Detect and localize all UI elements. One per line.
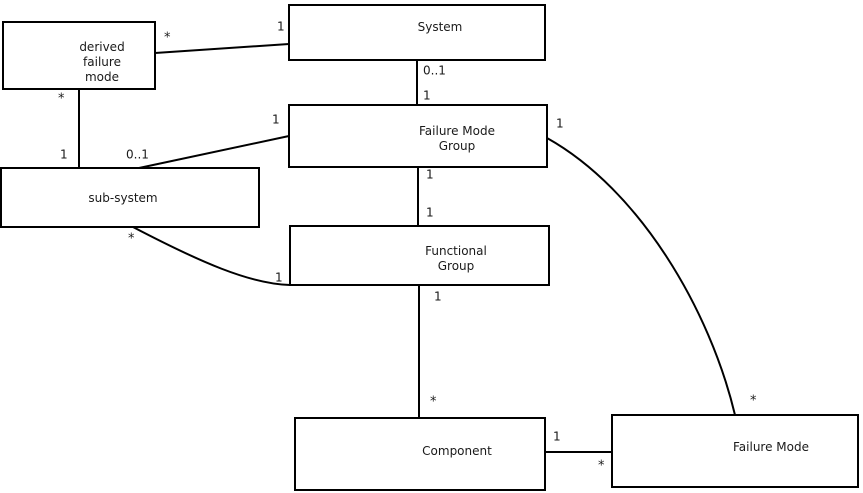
class-label-line: failure xyxy=(83,55,121,69)
class-label-line: Group xyxy=(439,139,476,153)
multiplicity-label-mult-fmg-bottom-1: 1 xyxy=(426,168,434,182)
class-label-line: Component xyxy=(422,444,492,458)
class-label-line: Functional xyxy=(425,244,487,258)
multiplicity-label-mult-dfm-bottom-star: * xyxy=(58,92,65,107)
class-label-system: System xyxy=(418,20,463,34)
multiplicity-label-mult-fmg-top-1: 1 xyxy=(423,89,431,103)
class-label-line: derived xyxy=(79,40,124,54)
multiplicity-label-mult-system-bottom-0-1: 0..1 xyxy=(423,64,446,78)
class-box-rect-component[interactable] xyxy=(294,417,546,491)
class-label-line: Failure Mode xyxy=(419,124,495,138)
class-label-line: mode xyxy=(85,70,119,84)
association-line-failure-mode-group--failure-mode xyxy=(546,137,736,416)
multiplicity-label-mult-component-top-star: * xyxy=(430,395,437,410)
multiplicity-label-mult-fmg-right-1: 1 xyxy=(556,117,564,131)
association-line-sub-system--failure-mode-group xyxy=(138,135,290,169)
associations-layer xyxy=(78,43,736,453)
multiplicity-label-mult-failure-mode-left-star: * xyxy=(598,459,605,474)
class-box-rect-system[interactable] xyxy=(288,4,546,61)
multiplicity-label-mult-subsystem-top-1: 1 xyxy=(60,148,68,162)
multiplicity-label-mult-subsystem-top-0-1: 0..1 xyxy=(126,148,149,162)
class-box-rect-failure-mode-group[interactable] xyxy=(288,104,548,168)
class-box-system[interactable]: System xyxy=(288,4,546,61)
class-box-rect-sub-system[interactable] xyxy=(0,167,260,228)
class-label-component: Component xyxy=(422,444,492,458)
association-line-sub-system--functional-group xyxy=(132,226,291,286)
multiplicity-label-mult-failure-mode-top-star: * xyxy=(750,394,757,409)
multiplicity-label-mult-component-right-1: 1 xyxy=(553,430,561,444)
class-box-rect-functional-group[interactable] xyxy=(289,225,550,286)
multiplicity-label-mult-subsystem-bottom-star: * xyxy=(128,232,135,247)
multiplicity-labels-layer: * 1 0..1 1 * 1 0..1 1 1 1 1 * 1 1 * 1 * * xyxy=(58,20,757,474)
multiplicity-label-mult-dfm-to-system-star: * xyxy=(164,31,171,46)
class-box-rect-derived-failure-mode[interactable] xyxy=(2,21,156,90)
multiplicity-label-mult-fg-left-1: 1 xyxy=(275,271,283,285)
class-label-failure-mode: Failure Mode xyxy=(733,440,809,454)
class-label-line: sub-system xyxy=(88,191,157,205)
class-label-line: Group xyxy=(438,259,475,273)
class-label-line: Failure Mode xyxy=(733,440,809,454)
association-line-derived-failure-mode--system xyxy=(154,43,290,54)
class-box-rect-failure-mode[interactable] xyxy=(611,414,859,488)
class-box-failure-mode[interactable]: Failure Mode xyxy=(611,414,859,488)
multiplicity-label-mult-fg-top-1: 1 xyxy=(426,206,434,220)
multiplicity-label-mult-fg-bottom-1: 1 xyxy=(434,290,442,304)
class-box-sub-system[interactable]: sub-system xyxy=(0,167,260,228)
class-box-component[interactable]: Component xyxy=(294,417,546,491)
class-label-sub-system: sub-system xyxy=(88,191,157,205)
multiplicity-label-mult-system-left-1: 1 xyxy=(277,20,285,34)
class-label-line: System xyxy=(418,20,463,34)
multiplicity-label-mult-fmg-left-1: 1 xyxy=(272,113,280,127)
